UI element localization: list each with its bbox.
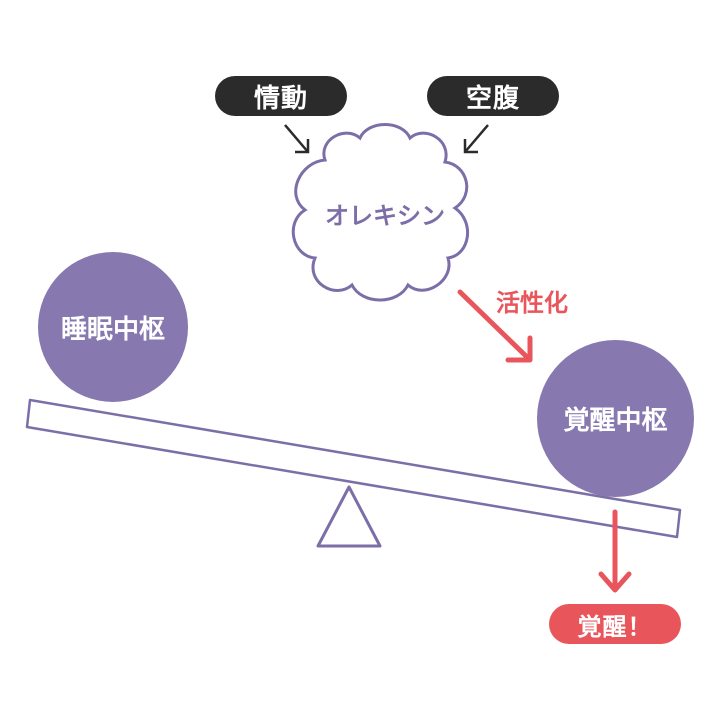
activation-label: 活性化 — [496, 289, 568, 317]
result-arrow — [598, 509, 632, 593]
arrow-hunger-to-orexin — [463, 124, 489, 154]
wake-center-ball: 覚醒中枢 — [537, 340, 694, 497]
orexin-cloud — [291, 123, 470, 302]
result-pill: 覚醒！ — [549, 604, 681, 644]
orexin-label: オレキシン — [325, 202, 445, 230]
seesaw-fulcrum — [316, 485, 382, 548]
emotion-pill: 情動 — [215, 76, 347, 116]
hunger-pill: 空腹 — [427, 76, 559, 116]
arrow-emotion-to-orexin — [284, 124, 310, 154]
activation-arrow — [457, 289, 533, 363]
sleep-center-ball: 睡眠中枢 — [38, 252, 188, 402]
seesaw-beam — [25, 398, 682, 539]
